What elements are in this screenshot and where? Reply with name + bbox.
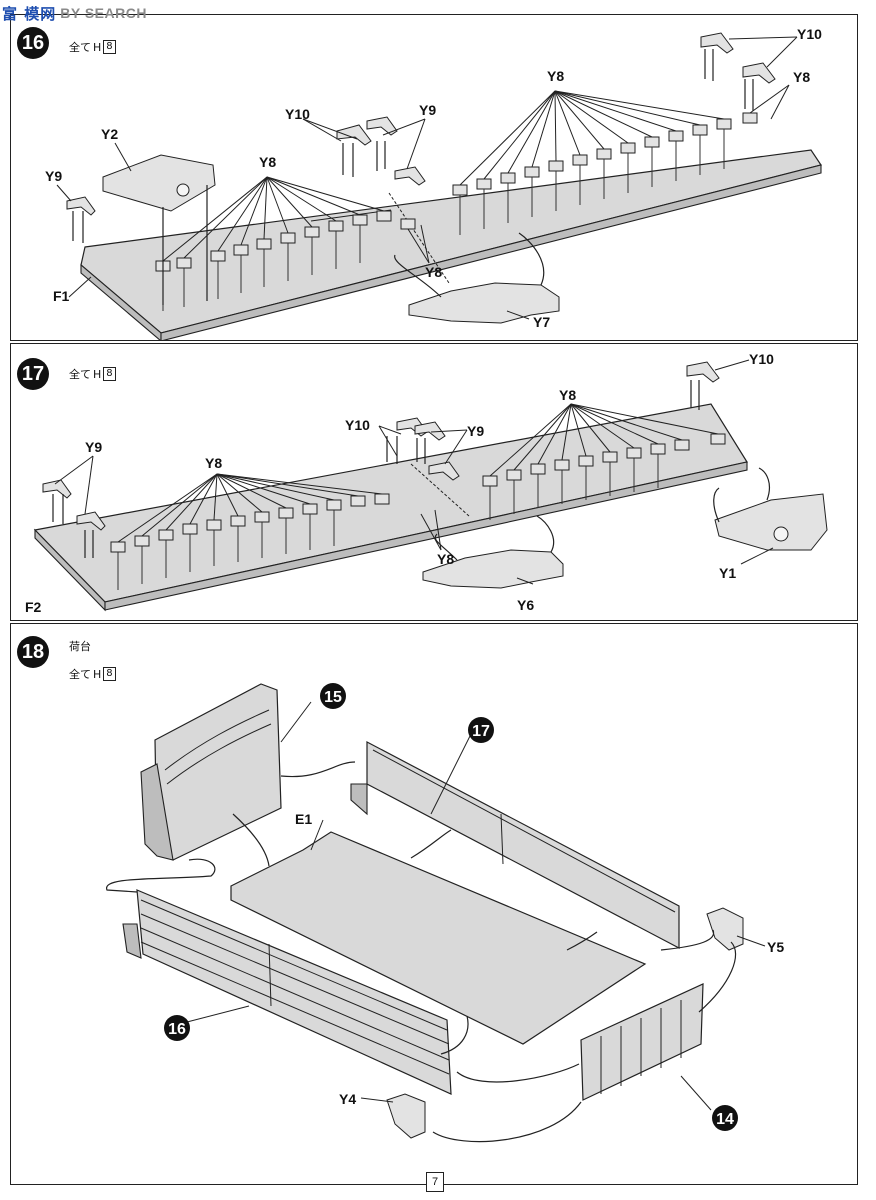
watermark: 富 模网 BY SEARCH	[2, 2, 147, 24]
label-y7: Y7	[533, 314, 550, 330]
y8-left-group	[155, 210, 416, 311]
side-wall-16-end	[122, 923, 142, 959]
label-y4: Y4	[339, 1091, 356, 1107]
label-y5: Y5	[767, 939, 784, 955]
step-17-diagram: Y10 Y8 Y10 Y9 Y9 Y8 Y8 F2 Y6 Y1	[25, 351, 828, 615]
label-f1: F1	[53, 288, 70, 304]
y10-mid-part	[336, 124, 372, 146]
note-box: 8	[103, 667, 116, 681]
y8-right-group-17	[482, 433, 726, 520]
label-e1: E1	[295, 811, 312, 827]
y8-leaders	[162, 84, 790, 264]
note-prefix: 全て	[69, 668, 91, 681]
step-16-note: 全て H 8	[69, 39, 116, 55]
y9-mid-part-2	[394, 166, 426, 186]
label-y10: Y10	[797, 26, 822, 42]
y10-right-part	[700, 32, 734, 54]
label-y8-right: Y8	[793, 69, 810, 85]
y1-bracket	[714, 493, 828, 551]
step-18-note: 全て H 8	[69, 666, 116, 682]
note-prefix: 全て	[69, 41, 91, 54]
y2-bracket	[102, 154, 216, 212]
tail-gate-14	[580, 983, 704, 1101]
note-box: 8	[103, 40, 116, 54]
y9-mid-part-17b	[428, 461, 460, 481]
label-y9-mid: Y9	[419, 102, 436, 118]
step-18-badge: 18	[17, 636, 49, 668]
side-wall-16	[136, 889, 452, 1095]
label-y10-17: Y10	[749, 351, 774, 367]
f1-plate-front	[160, 164, 822, 340]
sub-step-15-marker	[320, 683, 346, 709]
y9-mid-part-17	[414, 421, 446, 441]
watermark-text: BY SEARCH	[60, 5, 147, 21]
connector-15-floor	[232, 813, 270, 867]
note-letter: H	[93, 40, 102, 54]
connector-16	[106, 858, 216, 893]
step-18-title: 荷台	[69, 640, 91, 653]
front-wall-15	[154, 683, 282, 861]
front-wall-15-side	[140, 763, 174, 861]
sub-step-14-text: 14	[716, 1111, 734, 1128]
step-18-diagram: 15 17 16 14 E1 Y5 Y4	[106, 683, 784, 1143]
y10-right-part-2	[742, 62, 776, 84]
label-y6: Y6	[517, 597, 534, 613]
side-wall-17-end	[350, 783, 368, 816]
note-prefix: 全て	[69, 368, 91, 381]
y4-bracket	[386, 1093, 426, 1139]
label-y9-mid-17: Y9	[467, 423, 484, 439]
label-y10-mid: Y10	[285, 106, 310, 122]
step-17-panel: Y10 Y8 Y10 Y9 Y9 Y8 Y8 F2 Y6 Y1 17 全て H …	[10, 343, 858, 621]
y5-bracket	[706, 907, 744, 951]
note-letter: H	[93, 667, 102, 681]
y7-crossmember	[408, 282, 560, 324]
label-y9-left: Y9	[45, 168, 62, 184]
label-y9-left-17: Y9	[85, 439, 102, 455]
sub-step-17-marker	[468, 717, 494, 743]
y10-right-part-17	[686, 361, 720, 383]
floor-e1	[230, 831, 647, 1045]
y9-left-part	[66, 196, 96, 216]
y9-mid-part	[366, 116, 398, 136]
y6-crossmember	[422, 549, 564, 589]
label-y2: Y2	[101, 126, 118, 142]
label-y1: Y1	[719, 565, 736, 581]
label-y8-top: Y8	[547, 68, 564, 84]
step-17-badge: 17	[17, 358, 49, 390]
step-16-diagram: Y10 Y8 Y8 Y9 Y10 Y2 Y8 Y9 F1 Y8 Y7	[45, 26, 822, 340]
f1-plate-edge	[80, 263, 162, 340]
sub-step-16-text: 16	[168, 1021, 186, 1038]
label-y8-lower-17: Y8	[437, 551, 454, 567]
label-y10-mid-17: Y10	[345, 417, 370, 433]
label-y8-lower: Y8	[425, 264, 442, 280]
sub-step-15-text: 15	[324, 689, 342, 706]
step-16-panel: Y10 Y8 Y8 Y9 Y10 Y2 Y8 Y9 F1 Y8 Y7 16 全て…	[10, 14, 858, 341]
step-16-badge: 16	[17, 27, 49, 59]
label-f2: F2	[25, 599, 42, 615]
watermark-logo: 富 模网	[2, 4, 57, 23]
label-y8-right-17: Y8	[559, 387, 576, 403]
y9-left-part-17b	[76, 511, 106, 531]
sub-step-16-marker	[164, 1015, 190, 1041]
note-box: 8	[103, 367, 116, 381]
note-letter: H	[93, 367, 102, 381]
step-18-panel: 15 17 16 14 E1 Y5 Y4 18 荷台 全て H 8	[10, 623, 858, 1185]
label-y8-left-17: Y8	[205, 455, 222, 471]
page-number: 7	[426, 1172, 444, 1192]
label-y8-left: Y8	[259, 154, 276, 170]
sub-step-14-marker	[712, 1105, 738, 1131]
sub-step-17-text: 17	[472, 723, 490, 740]
step-17-note: 全て H 8	[69, 366, 116, 382]
y8-leaders-17	[117, 403, 719, 551]
